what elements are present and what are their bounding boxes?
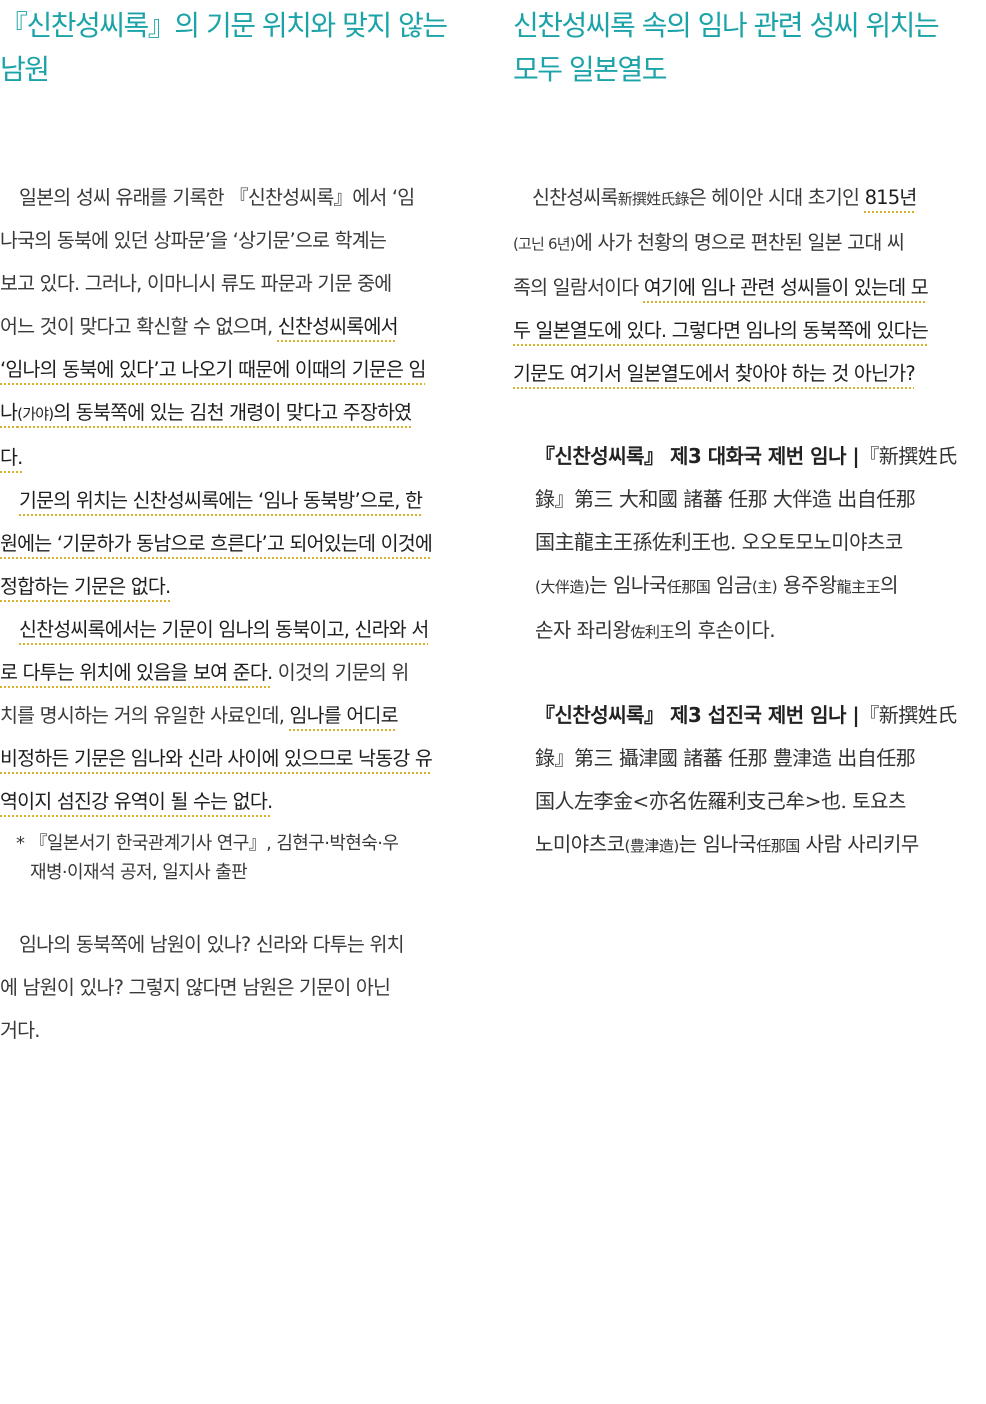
entry-label: 『신찬성씨록』 제3 섭진국 제번 임나 |	[535, 703, 860, 727]
text-line: 이것의 기문의 위	[272, 661, 410, 684]
entry-text: 龍主王	[836, 578, 881, 596]
highlighted-text: 로 다투는 위치에 있음을 보여 준다.	[0, 661, 273, 684]
highlighted-text: 역이지 섬진강 유역이 될 수는 없다.	[0, 790, 273, 813]
right-heading-line1: 신찬성씨록 속의 임나 관련 성씨 위치는	[513, 9, 940, 42]
entry-text: 任那国	[756, 837, 800, 855]
entry-text: 国主龍主王孫佐利王也.	[535, 530, 742, 554]
entry-text: 임금	[710, 573, 752, 597]
highlighted-text: 두 일본열도에 있다. 그렇다면 임나의 동북쪽에 있다는	[513, 319, 929, 342]
highlighted-text: 원에는 ‘기문하가 동남으로 흐른다’고 되어있는데 이것에	[0, 532, 433, 555]
entry-text: 손자 좌리왕	[535, 618, 631, 642]
text-line: 일본의 성씨 유래를 기록한 『신찬성씨록』에서 ‘임	[19, 186, 415, 209]
entry-text: 佐利王	[630, 623, 674, 641]
hanja-text: 新撰姓氏錄	[617, 190, 690, 208]
entry-text: 錄』第三 大和國 諸蕃 任那 大伴造 出自任那	[535, 487, 916, 511]
highlighted-text: 신찬성씨록에서는 기문이 임나의 동북이고, 신라와 서	[19, 618, 429, 641]
entry-label: 『신찬성씨록』 제3 대화국 제번 임나 |	[535, 444, 860, 468]
right-paragraph-1: 신찬성씨록新撰姓氏錄은 헤이안 시대 초기인 815년 (고닌 6년)에 사가 …	[513, 176, 986, 395]
text-line: 임나의 동북쪽에 남원이 있나? 신라와 다투는 위치	[19, 933, 405, 956]
text-line: 족의 일람서이다	[513, 276, 644, 299]
entry-text: (主)	[751, 578, 778, 596]
text-line: (고닌 6년)	[513, 235, 576, 253]
text-line: 은 헤이안 시대 초기인	[688, 186, 865, 209]
highlighted-text: ‘임나의 동북에 있다’고 나오기 때문에 이때의 기문은 임	[0, 358, 426, 381]
text-line: 보고 있다. 그러나, 이마니시 류도 파문과 기문 중에	[0, 272, 392, 295]
left-paragraph-4: 임나의 동북쪽에 남원이 있나? 신라와 다투는 위치 에 남원이 있나? 그렇…	[0, 923, 474, 1052]
entry-text: 任那国	[666, 578, 711, 596]
text-line: 신찬성씨록	[532, 186, 619, 209]
highlighted-text: 나	[0, 401, 18, 424]
highlighted-text: 기문의 위치는 신찬성씨록에는 ‘임나 동북방’으로, 한	[19, 489, 423, 512]
text-line: 치를 명시하는 거의 유일한 사료인데,	[0, 704, 290, 727]
left-heading-line1: 『신찬성씨록』의 기문 위치와 맞지 않는	[0, 9, 448, 42]
entry-text: 토요츠	[852, 789, 906, 813]
text-line: 나국의 동북에 있던 상파문’을 ‘상기문’으로 학계는	[0, 229, 387, 252]
footnote: * 『일본서기 한국관계기사 연구』, 김현구·박현숙·우 재병·이재석 공저,…	[0, 829, 474, 887]
left-paragraph-2: 기문의 위치는 신찬성씨록에는 ‘임나 동북방’으로, 한 원에는 ‘기문하가 …	[0, 479, 474, 608]
entry-text: 노미야츠코	[535, 832, 625, 856]
left-paragraph-1: 일본의 성씨 유래를 기록한 『신찬성씨록』에서 ‘임 나국의 동북에 있던 상…	[0, 176, 474, 479]
highlighted-text: 비정하든 기문은 임나와 신라 사이에 있으므로 낙동강 유	[0, 747, 433, 770]
text-line: 에 사가 천황의 명으로 편찬된 일본 고대 씨	[574, 231, 905, 254]
left-column: 『신찬성씨록』의 기문 위치와 맞지 않는 남원 일본의 성씨 유래를 기록한 …	[0, 0, 474, 1052]
entry-text: 오오토모노미야츠코	[741, 530, 904, 554]
highlighted-text: 정합하는 기문은 없다.	[0, 575, 171, 598]
highlighted-text: 신찬성씨록에서	[277, 315, 399, 338]
left-paragraph-3: 신찬성씨록에서는 기문이 임나의 동북이고, 신라와 서 로 다투는 위치에 있…	[0, 608, 474, 823]
entry-text: (大伴造)	[535, 578, 590, 596]
footnote-line: 재병·이재석 공저, 일지사 출판	[30, 862, 248, 883]
entry-text: 의	[880, 573, 899, 597]
left-heading-line2: 남원	[0, 53, 50, 86]
right-heading: 신찬성씨록 속의 임나 관련 성씨 위치는 모두 일본열도	[513, 0, 986, 92]
right-column: 신찬성씨록 속의 임나 관련 성씨 위치는 모두 일본열도 신찬성씨록新撰姓氏錄…	[513, 0, 986, 868]
footnote-line: * 『일본서기 한국관계기사 연구』, 김현구·박현숙·우	[16, 833, 399, 854]
entry-text: 国人左李金<亦名佐羅利支己牟>也.	[535, 789, 853, 813]
left-heading: 『신찬성씨록』의 기문 위치와 맞지 않는 남원	[0, 0, 474, 92]
text-line: 어느 것이 맞다고 확신할 수 없으며,	[0, 315, 278, 338]
right-heading-line2: 모두 일본열도	[513, 53, 667, 86]
entry-text: 『新撰姓氏	[859, 703, 957, 727]
source-entry-1: 『신찬성씨록』 제3 대화국 제번 임나 |『新撰姓氏 錄』第三 大和國 諸蕃 …	[513, 435, 986, 654]
highlighted-text: 다.	[0, 446, 23, 469]
text-line: 거다.	[0, 1019, 40, 1042]
highlighted-text: 815년	[864, 186, 918, 209]
entry-text: 錄』第三 攝津國 諸蕃 任那 豊津造 出自任那	[535, 746, 916, 770]
highlighted-text: 기문도 여기서 일본열도에서 찾아야 하는 것 아닌가?	[513, 362, 916, 385]
source-entry-2: 『신찬성씨록』 제3 섭진국 제번 임나 |『新撰姓氏 錄』第三 攝津國 諸蕃 …	[513, 694, 986, 868]
highlighted-text: (가야)	[17, 405, 54, 423]
highlighted-text: 의 동북쪽에 있는 김천 개령이 맞다고 주장하였	[53, 401, 412, 424]
entry-text: 의 후손이다.	[673, 618, 776, 642]
entry-text: 는 임나국	[678, 832, 757, 856]
entry-text: (豊津造)	[624, 837, 680, 855]
entry-text: 용주왕	[777, 573, 837, 597]
highlighted-text: 임나를 어디로	[289, 704, 399, 727]
entry-text: 는 임나국	[589, 573, 667, 597]
highlighted-text: 여기에 임나 관련 성씨들이 있는데 모	[643, 276, 929, 299]
text-line: 에 남원이 있나? 그렇지 않다면 남원은 기문이 아닌	[0, 976, 391, 999]
entry-text: 『新撰姓氏	[859, 444, 957, 468]
entry-text: 사람 사리키무	[799, 832, 920, 856]
